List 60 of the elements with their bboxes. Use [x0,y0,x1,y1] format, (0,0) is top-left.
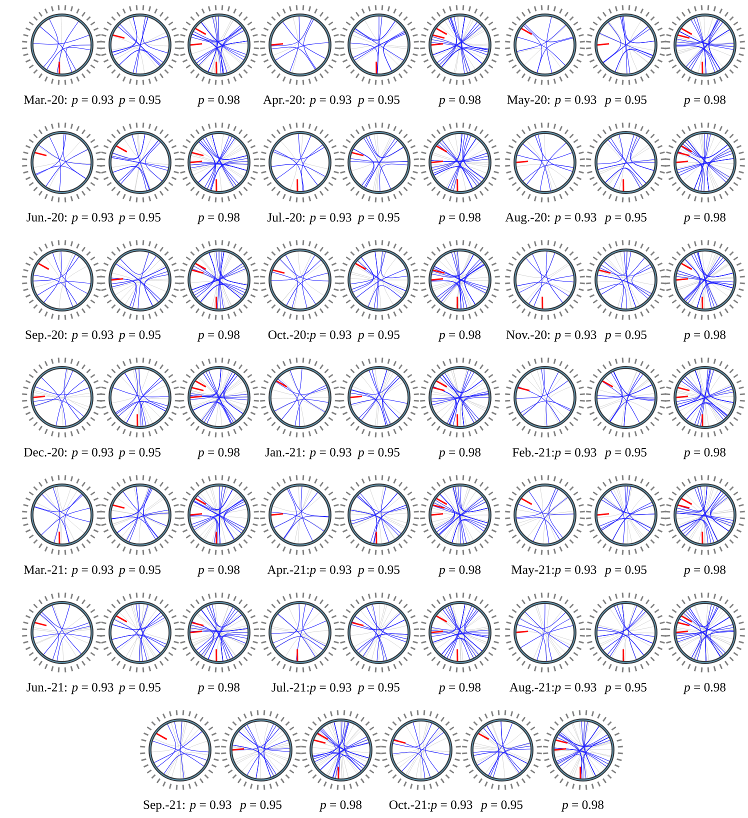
panel-label: Oct.-20:p = 0.93 [268,330,352,342]
panel-label: p = 0.98 [683,212,726,224]
panel-label: p = 0.95 [480,800,522,812]
panel-label: p = 0.98 [683,448,726,460]
panel-label: p = 0.95 [357,682,400,694]
panel-label: p = 0.95 [604,95,646,107]
panel-label: p = 0.98 [683,330,726,342]
panel-label: p = 0.98 [197,448,240,460]
panel-label: p = 0.95 [604,448,646,460]
panel-label: p = 0.98 [197,95,240,107]
panel-label: Mar.-21: p = 0.93 [24,565,114,577]
panel-label: p = 0.95 [118,565,160,577]
panel-label: Mar.-20: p = 0.93 [24,95,114,107]
panel-label: p = 0.95 [118,330,160,342]
panel-label: Jun.-20: p = 0.93 [26,212,114,224]
panel-label: p = 0.98 [197,682,240,694]
panel-label: Aug.-20: p = 0.93 [505,212,596,224]
panel-label: Sep.-20: p = 0.93 [26,330,114,342]
panel-label: p = 0.98 [683,95,726,107]
panel-label: p = 0.98 [438,565,480,577]
panel-label: p = 0.98 [438,330,480,342]
panel-label: p = 0.95 [118,448,160,460]
panel-label: Jul.-20: p = 0.93 [267,212,352,224]
panel-label: p = 0.98 [197,212,240,224]
panel-label: Jul.-21:p = 0.93 [272,682,352,694]
panel-label: p = 0.95 [604,330,646,342]
panel-label: p = 0.95 [118,212,160,224]
panel-label: p = 0.98 [683,565,726,577]
panel-label: Apr.-20: p = 0.93 [263,95,352,107]
panel-label: Jun.-21: p = 0.93 [26,682,114,694]
panel-label: p = 0.98 [438,212,480,224]
panel-label: p = 0.98 [438,682,480,694]
panel-label: p = 0.95 [118,95,160,107]
panel-label: p = 0.98 [683,682,726,694]
panel-label: p = 0.98 [561,800,604,812]
panel-label: p = 0.95 [357,212,400,224]
panel-label: p = 0.95 [604,565,646,577]
panel-label: p = 0.98 [319,800,362,812]
panel-label: p = 0.95 [357,448,400,460]
panel-label: p = 0.95 [357,330,400,342]
panel-label: Jan.-21: p = 0.93 [265,448,352,460]
panel-label: Feb.-21:p = 0.93 [512,448,596,460]
panel-label: p = 0.95 [357,565,400,577]
panel-label: Aug.-21:p = 0.93 [510,682,596,694]
panel-label: p = 0.98 [197,565,240,577]
panel-label: p = 0.95 [239,800,282,812]
panel-label: Sep.-21: p = 0.93 [144,800,232,812]
panel-label: May-21:p = 0.93 [512,565,596,577]
panel-label: Oct.-21:p = 0.93 [389,800,472,812]
panel-label: p = 0.95 [357,95,400,107]
panel-label: p = 0.95 [604,212,646,224]
panel-label: Nov.-20: p = 0.93 [506,330,596,342]
panel-label: p = 0.98 [197,330,240,342]
panel-label: May-20: p = 0.93 [507,95,596,107]
panel-label: Dec.-20: p = 0.93 [24,448,114,460]
panel-label: p = 0.95 [118,682,160,694]
panel-label: Apr.-21:p = 0.93 [267,565,352,577]
panel-label: p = 0.98 [438,95,480,107]
panel-label: p = 0.98 [438,448,480,460]
panel-label: p = 0.95 [604,682,646,694]
